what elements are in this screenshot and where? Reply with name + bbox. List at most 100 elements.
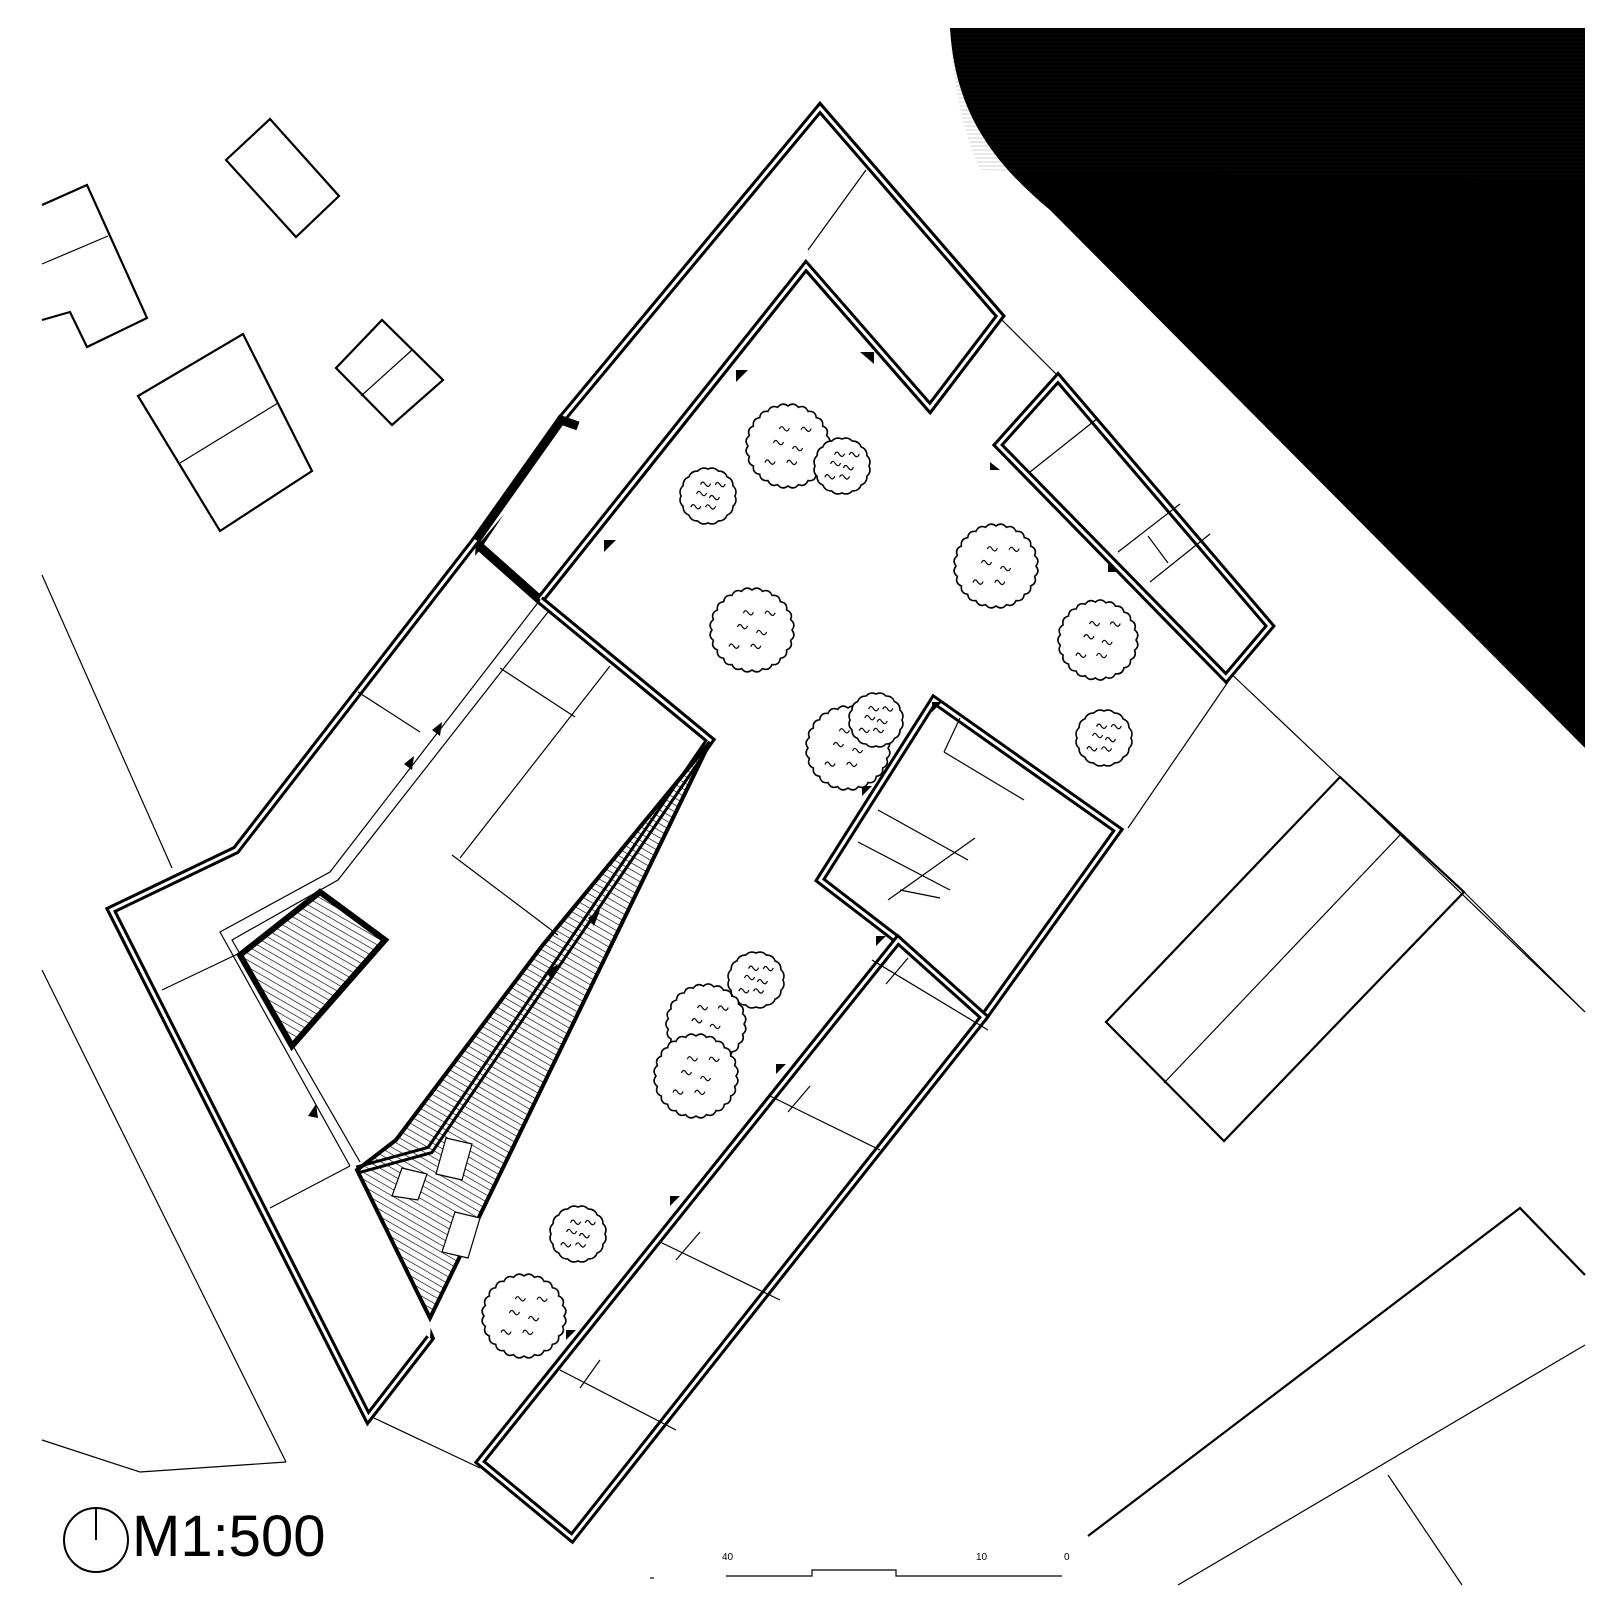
tree-detail: [824, 474, 836, 480]
entrance-triangle-icon: [932, 702, 942, 712]
entrance-triangle-icon: [404, 756, 414, 770]
tree-icon: [745, 403, 831, 489]
north-arrow-icon: [63, 1507, 129, 1573]
tree-detail: [972, 579, 984, 585]
tree-detail: [574, 1242, 587, 1248]
tree-detail: [755, 629, 768, 636]
neighbour-buildings-east: [1087, 666, 1586, 1586]
tree-detail: [728, 643, 740, 649]
tree-detail: [833, 451, 846, 458]
tree-detail: [830, 460, 842, 467]
tree-detail: [846, 761, 858, 768]
entrance-triangle-icon: [860, 352, 874, 364]
tree-icon: [481, 1273, 567, 1359]
entrance-triangle-icon: [566, 1330, 576, 1340]
tree-detail: [986, 546, 998, 552]
tree-detail: [752, 988, 765, 994]
tree-detail: [800, 426, 812, 433]
tree-detail: [744, 974, 756, 981]
tree-detail: [762, 965, 774, 972]
tree-detail: [578, 1232, 591, 1239]
water-body: [950, 28, 1585, 748]
tree-detail: [690, 504, 702, 510]
tree-detail: [569, 1219, 582, 1225]
tree-detail: [858, 727, 870, 734]
property-lines-west: [41, 574, 287, 1473]
entrance-markers: [308, 352, 1118, 1340]
tree-detail: [560, 1242, 572, 1248]
building-southeast-wing: [473, 693, 1125, 1545]
tree-detail: [708, 1056, 720, 1063]
tree-detail: [694, 1089, 706, 1096]
tree-detail: [832, 741, 845, 748]
scale-tick-0: 0: [1064, 1552, 1070, 1563]
tree-icon: [813, 437, 871, 495]
tree-icon: [679, 467, 737, 525]
entrance-triangle-icon: [862, 786, 872, 796]
tree-detail: [838, 728, 850, 734]
entrance-triangle-icon: [1108, 564, 1118, 572]
tree-detail: [1101, 639, 1113, 646]
tree-detail: [999, 565, 1012, 572]
tree-detail: [1008, 546, 1020, 553]
tree-detail: [786, 459, 798, 466]
tree-detail: [980, 559, 993, 566]
entrance-triangle-icon: [604, 540, 616, 552]
entrance-triangle-icon: [670, 1196, 680, 1206]
trees: [481, 403, 1139, 1359]
tree-detail: [1109, 621, 1121, 627]
tree-detail: [747, 965, 760, 972]
tree-detail: [714, 481, 726, 488]
tree-detail: [536, 1296, 548, 1303]
tree-icon: [549, 1205, 607, 1263]
tree-detail: [838, 474, 851, 480]
scale-bar: [650, 1569, 1062, 1579]
tree-detail: [584, 1219, 596, 1226]
tree-detail: [764, 610, 776, 617]
tree-detail: [738, 988, 750, 994]
tree-detail: [514, 1296, 526, 1302]
entrance-triangle-icon: [588, 910, 600, 926]
tree-detail: [851, 747, 864, 754]
tree-detail: [824, 761, 836, 767]
tree-detail: [672, 1089, 684, 1095]
building-west-wing: [104, 100, 1006, 1427]
tree-detail: [1110, 723, 1122, 730]
tree-detail: [736, 623, 749, 630]
tree-detail: [848, 451, 860, 458]
tree-detail: [686, 1056, 698, 1062]
tree-detail: [868, 705, 880, 712]
tree-detail: [699, 1075, 712, 1082]
tree-detail: [791, 445, 804, 452]
tree-detail: [500, 1329, 512, 1335]
tree-detail: [1089, 620, 1101, 627]
tree-icon: [953, 523, 1039, 609]
tree-detail: [527, 1315, 540, 1322]
tree-detail: [772, 439, 785, 446]
tree-detail: [750, 643, 762, 650]
tree-icon: [1057, 599, 1139, 681]
entrance-triangle-icon: [776, 1064, 786, 1074]
tree-detail: [1092, 732, 1104, 739]
entrance-triangle-icon: [876, 936, 886, 946]
scale-tick-40: 40: [722, 1552, 734, 1563]
tree-detail: [566, 1228, 578, 1235]
scale-label: M1:500: [132, 1504, 326, 1569]
entrance-triangle-icon: [990, 462, 1000, 470]
tree-detail: [742, 610, 754, 616]
scale-tick-10: 10: [976, 1552, 988, 1563]
tree-icon: [709, 587, 795, 673]
tree-detail: [1083, 634, 1095, 640]
tree-detail: [691, 1018, 703, 1024]
tree-detail: [756, 978, 769, 985]
tree-detail: [680, 1069, 693, 1076]
tree-detail: [842, 464, 855, 471]
hatched-terraces: [236, 740, 712, 1323]
tree-detail: [704, 504, 717, 510]
tree-detail: [778, 426, 790, 432]
tree-detail: [1100, 746, 1113, 752]
entrance-triangle-icon: [308, 1104, 318, 1118]
tree-detail: [876, 718, 888, 725]
tree-detail: [994, 579, 1006, 586]
